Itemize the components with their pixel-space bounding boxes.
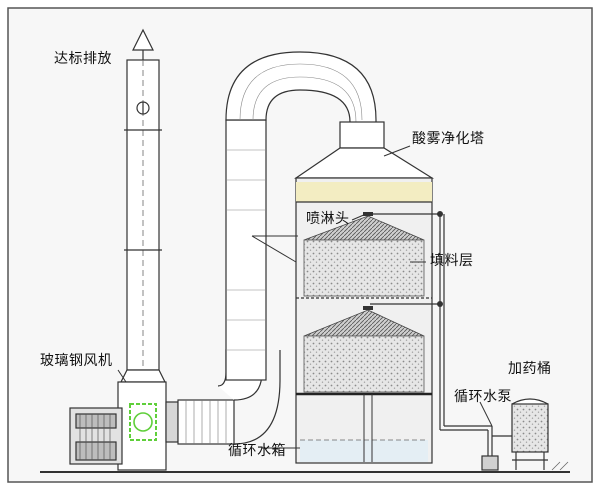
dosing-tank-body (511, 398, 549, 470)
ground-hatch (551, 461, 569, 471)
purification-tower (294, 147, 435, 464)
label-spray-head: 喷淋头 (306, 211, 350, 227)
label-pump: 循环水泵 (454, 389, 512, 405)
air-duct (177, 51, 385, 445)
label-dosing-tank: 加药桶 (508, 361, 552, 377)
label-exhaust: 达标排放 (54, 51, 112, 67)
label-tower: 酸雾净化塔 (412, 131, 485, 147)
label-fan: 玻璃钢风机 (40, 353, 113, 369)
upper-packing-bed (303, 239, 425, 297)
lower-packing-bed (303, 335, 425, 393)
circulation-pump (481, 455, 499, 471)
demister-band (296, 182, 432, 202)
fan-unit (69, 381, 179, 471)
fan-impeller-outline (129, 403, 157, 441)
label-packing: 填料层 (430, 253, 474, 269)
leader-lines (117, 145, 493, 449)
label-water-tank: 循环水箱 (228, 443, 286, 459)
exhaust-stack (120, 28, 166, 383)
